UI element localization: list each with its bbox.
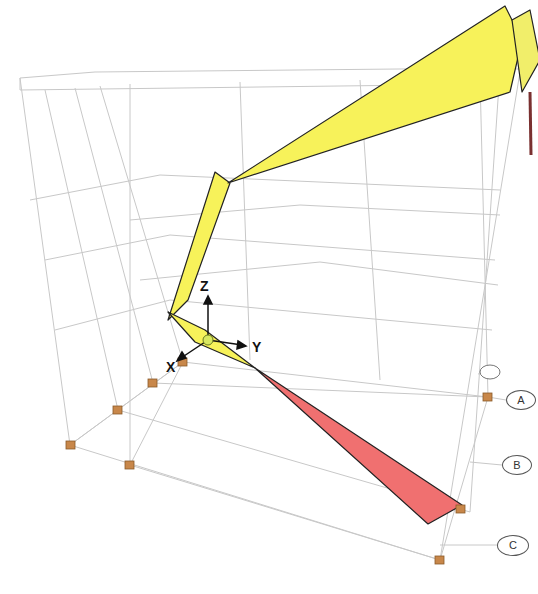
grid-bubble: C xyxy=(497,535,529,556)
grid-bubble: B xyxy=(502,455,532,475)
grid-label: C xyxy=(509,540,517,551)
axis-label: X xyxy=(166,360,175,374)
grid-label: B xyxy=(513,460,520,471)
axis-label: Y xyxy=(252,340,261,354)
grid-label: A xyxy=(517,395,524,406)
axis-label: Z xyxy=(200,279,209,293)
grid-bubble: A xyxy=(506,390,536,410)
